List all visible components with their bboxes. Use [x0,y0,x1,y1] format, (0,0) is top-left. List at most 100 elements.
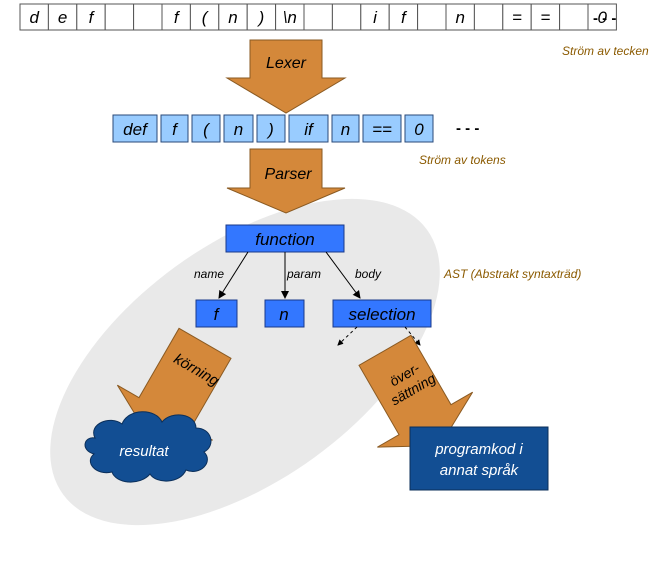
result-label: resultat [119,443,169,460]
char-cell-box [417,3,447,31]
selection-branch-right [404,326,421,346]
char-cell-box [218,3,248,31]
translation-arrow [358,334,474,448]
token-box: 0 [404,114,434,143]
edge-body-line [325,251,361,299]
char-cell-box [360,3,390,31]
char-cell: i [360,3,390,31]
ast-node-selection-label: selection [348,305,415,324]
token-box: ( [191,114,221,143]
token-box-rect [404,114,434,143]
char-cell-text: d [29,8,39,27]
char-cell [104,3,135,31]
char-cell: n [218,3,248,31]
token-box-rect [112,114,158,143]
char-cell [133,3,163,31]
char-cell: e [47,3,78,31]
token-text: ( [203,120,211,139]
ast-node-f [195,299,238,328]
lexer-arrow [225,39,347,114]
result-cloud [84,411,212,483]
char-cell-text: 0 [597,8,607,27]
char-cell: f [76,3,106,31]
ast-node-selection [332,299,432,328]
token-text: ) [266,120,274,139]
char-cell-text: e [58,8,67,27]
token-box: f [160,114,189,143]
token-box-rect [191,114,221,143]
token-text: n [234,120,243,139]
parser-arrow [226,148,346,214]
char-cell-text: f [401,8,408,27]
char-cell: f [161,3,191,31]
token-text: f [172,120,179,139]
token-text: n [341,120,350,139]
char-cell: ) [246,3,277,31]
ast-root-label: function [255,230,315,249]
char-cell-text: = [540,8,550,27]
char-cell-box [331,3,362,31]
ast-node-f-label: f [214,305,221,324]
ast-root-node [225,224,345,253]
token-text: def [123,120,149,139]
token-box-rect [362,114,402,143]
ast-node-n-label: n [279,305,288,324]
char-cell-box [473,3,504,31]
char-cell-box [133,3,163,31]
ast-node-n [264,299,305,328]
token-box: if [288,114,329,143]
output-program-line1: programkod i [434,441,523,458]
char-cell-box [502,3,532,31]
token-box-rect [331,114,360,143]
ast-label: AST (Abstrakt syntaxträd) [443,267,581,281]
char-cell-box [445,3,475,31]
char-cell: = [502,3,532,31]
char-cell: = [530,3,561,31]
char-cell-text: n [455,8,464,27]
char-cell [473,3,504,31]
char-cell: n [445,3,475,31]
char-cell-text: = [512,8,522,27]
char-cell: f [388,3,419,31]
char-cell [417,3,447,31]
token-box: == [362,114,402,143]
token-box: n [223,114,254,143]
char-stream-ellipsis: - - - [593,10,616,27]
token-box-rect [288,114,329,143]
char-cell-text: \n [283,8,297,27]
char-cell-box [189,3,220,31]
char-cell-box [303,3,333,31]
parser-label: Parser [264,166,312,183]
edge-name-label: name [194,267,224,281]
char-cell: d [19,3,49,31]
char-cell [559,3,589,31]
char-cell-box [587,3,617,31]
edge-body-label: body [355,267,382,281]
token-stream: def f ( n) if n == 0 [112,114,434,143]
char-cell: \n [275,3,305,31]
token-text: if [304,120,315,139]
token-box: n [331,114,360,143]
char-stream-label: Ström av tecken [562,44,649,58]
output-program-line2: annat språk [440,462,520,479]
char-cell [303,3,333,31]
token-text: 0 [414,120,424,139]
char-cell: 0 [587,3,617,31]
token-stream-label: Ström av tokens [419,153,506,167]
char-cell-box [104,3,135,31]
token-box-rect [223,114,254,143]
token-text: == [372,120,392,139]
edge-param-label: param [286,267,321,281]
lexer-label: Lexer [266,55,307,72]
output-program-box [409,426,549,491]
char-cell-text: ( [202,8,210,27]
char-cell-box [19,3,49,31]
selection-branch-left [337,326,358,346]
char-cell-text: ) [257,8,265,27]
char-cell [331,3,362,31]
char-cell-text: f [174,8,181,27]
focus-ellipse [50,198,440,526]
edge-name-line [218,251,249,299]
